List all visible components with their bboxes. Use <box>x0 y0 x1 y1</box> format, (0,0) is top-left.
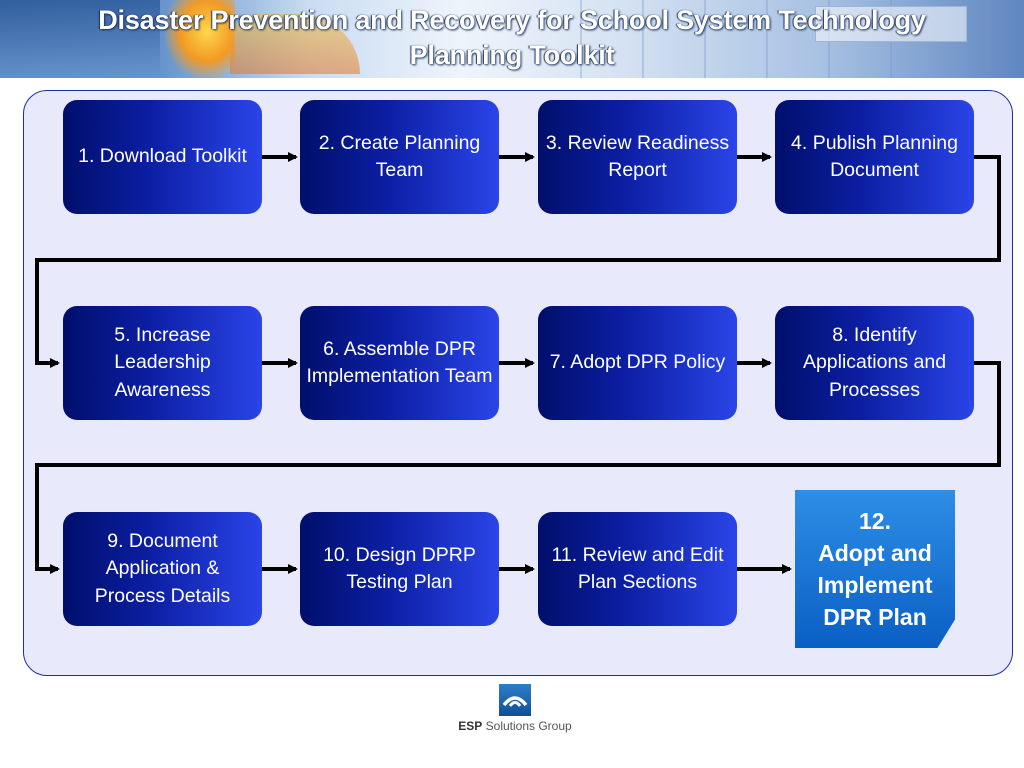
step-label: 4. Publish Planning Document <box>791 131 958 182</box>
step-label: 5. Increase Leadership Awareness <box>114 323 211 401</box>
company-logo: ESP Solutions Group <box>440 684 590 744</box>
logo-text: ESP Solutions Group <box>440 719 590 733</box>
step-label: 11. Review and Edit Plan Sections <box>551 543 724 594</box>
page-title: Disaster Prevention and Recovery for Sch… <box>0 3 1024 73</box>
banner-photo-left <box>0 0 160 78</box>
step-label: 10. Design DPRP Testing Plan <box>323 543 476 594</box>
final-step-line-1: 12. <box>859 508 891 534</box>
logo-brand: ESP <box>458 719 483 733</box>
step-2-create-planning-team: 2. Create Planning Team <box>300 100 499 214</box>
banner-window-graphic <box>815 6 967 42</box>
header-banner <box>0 0 1024 78</box>
step-label: 2. Create Planning Team <box>318 131 481 182</box>
step-3-review-readiness-report: 3. Review Readiness Report <box>538 100 737 214</box>
step-label: 3. Review Readiness Report <box>545 131 730 182</box>
step-10-design-testing-plan: 10. Design DPRP Testing Plan <box>300 512 499 626</box>
step-9-document-details: 9. Document Application & Process Detail… <box>63 512 262 626</box>
final-step-line-4: DPR Plan <box>823 604 927 630</box>
step-12-adopt-implement-plan: 12. Adopt and Implement DPR Plan <box>795 490 955 648</box>
step-7-adopt-dpr-policy: 7. Adopt DPR Policy <box>538 306 737 420</box>
banner-sun-graphic <box>165 0 235 78</box>
step-6-assemble-dpr-team: 6. Assemble DPR Implementation Team <box>300 306 499 420</box>
title-line-2: Planning Toolkit <box>409 40 615 70</box>
logo-wave-icon <box>499 684 531 716</box>
final-step-line-3: Implement <box>817 572 933 598</box>
step-1-download-toolkit: 1. Download Toolkit <box>63 100 262 214</box>
step-label: 9. Document Application & Process Detail… <box>94 529 231 607</box>
step-label: 8. Identify Applications and Processes <box>802 323 947 401</box>
step-label: 1. Download Toolkit <box>78 145 247 168</box>
final-step-line-2: Adopt and <box>818 540 932 566</box>
step-8-identify-applications: 8. Identify Applications and Processes <box>775 306 974 420</box>
step-label: 6. Assemble DPR Implementation Team <box>306 337 493 388</box>
step-5-increase-leadership-awareness: 5. Increase Leadership Awareness <box>63 306 262 420</box>
title-line-1: Disaster Prevention and Recovery for Sch… <box>98 5 926 35</box>
step-label: 7. Adopt DPR Policy <box>549 351 726 374</box>
logo-company-name: Solutions Group <box>485 719 572 733</box>
step-4-publish-planning-document: 4. Publish Planning Document <box>775 100 974 214</box>
step-11-review-edit-plan: 11. Review and Edit Plan Sections <box>538 512 737 626</box>
